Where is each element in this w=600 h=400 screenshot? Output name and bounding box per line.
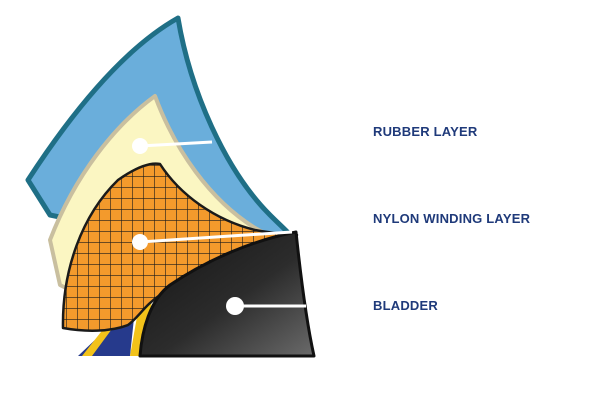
rubber-layer-label: RUBBER LAYER (373, 124, 478, 139)
rubber-callout-dot (132, 138, 148, 154)
nylon-callout-line (139, 230, 293, 244)
nylon-callout-dot (132, 234, 148, 250)
bladder-label: BLADDER (373, 298, 438, 313)
yellow-strip-right-shape (130, 300, 152, 356)
nylon-winding-layer-label: NYLON WINDING LAYER (373, 211, 531, 226)
rubber-callout-line (139, 140, 213, 148)
bladder-callout-dot (226, 297, 244, 315)
